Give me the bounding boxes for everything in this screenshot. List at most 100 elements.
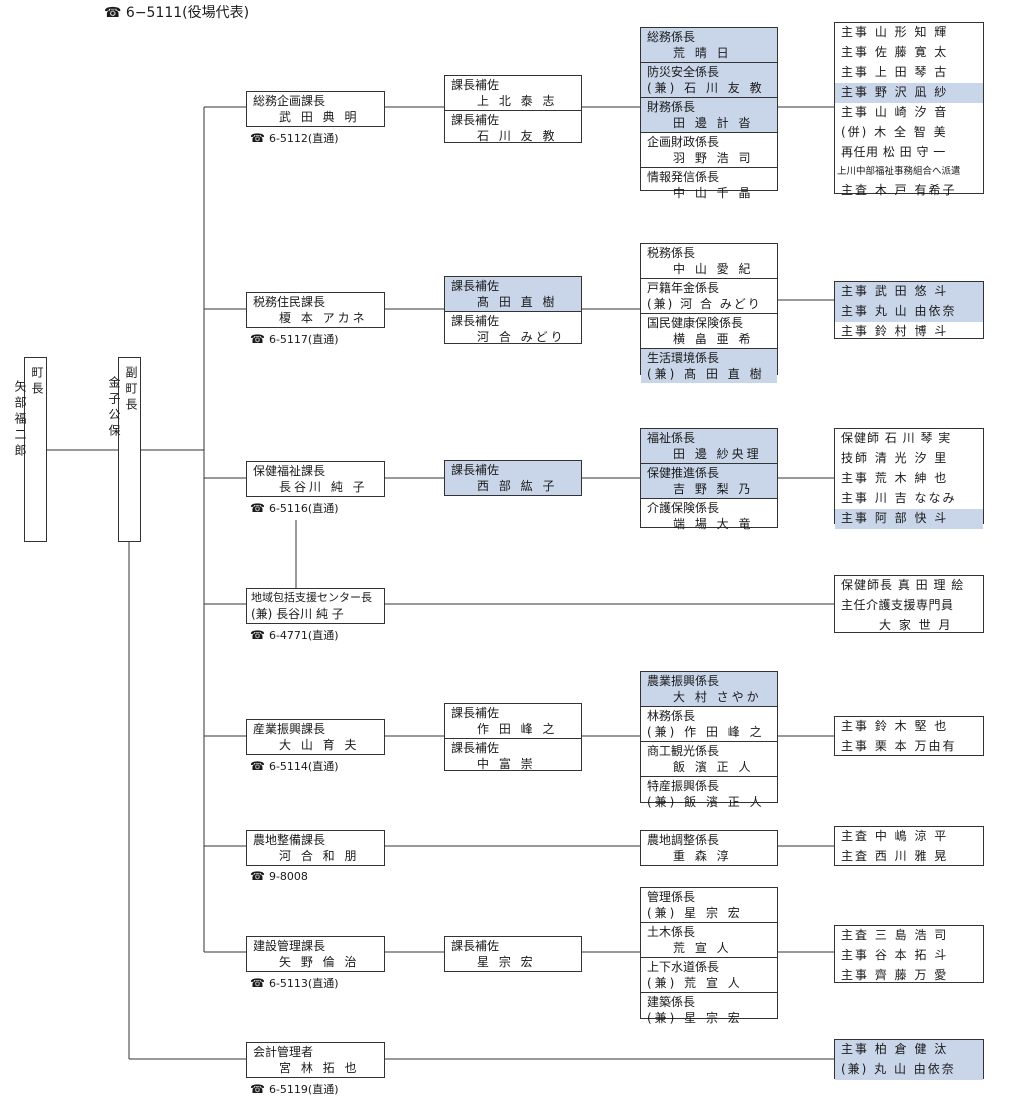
telephone-icon: ☎ xyxy=(250,332,265,346)
vice-mayor-title: 副町長 xyxy=(124,366,138,414)
staff-box: 主査 三 島 浩 司 主事 谷 本 拓 斗 主事 齊 藤 万 愛 xyxy=(834,925,984,983)
mayor-name: 矢部福二郎 xyxy=(13,380,27,460)
section-entry: 保健推進係長吉 野 梨 乃 xyxy=(641,463,777,498)
section-box: 税務係長中 山 愛 紀 戸籍年金係長(兼) 河 合 みどり 国民健康保険係長横 … xyxy=(640,243,778,383)
dept-name: 大 山 育 夫 xyxy=(279,738,360,752)
staff-row: (兼) 丸 山 由依奈 xyxy=(835,1060,983,1080)
assistant-box: 課長補佐上 北 泰 志 課長補佐石 川 友 教 xyxy=(444,75,582,143)
section-entry: 税務係長中 山 愛 紀 xyxy=(647,246,754,276)
dept-title: 会計管理者 xyxy=(253,1045,314,1059)
staff-box: 主事 山 形 知 輝 主事 佐 藤 寛 太 主事 上 田 琴 古 主事 野 沢 … xyxy=(834,22,984,197)
section-box: 農地調整係長重 森 淳 xyxy=(640,830,778,866)
staff-box: 主事 武 田 悠 斗 主事 丸 山 由依奈 主事 鈴 村 博 斗 xyxy=(834,281,984,339)
staff-row: 主事 野 沢 凪 紗 xyxy=(835,83,983,103)
dept-phone: ☎6-5112(直通) xyxy=(250,131,339,145)
main-phone: ☎ 6−5111(役場代表) xyxy=(104,2,249,22)
section-entry: 林務係長(兼) 作 田 峰 之 xyxy=(641,706,777,741)
section-entry: 管理係長(兼) 星 宗 宏 xyxy=(647,890,743,920)
staff-row: 主事 山 形 知 輝 xyxy=(841,25,949,39)
staff-row: 主事 鈴 木 堅 也 xyxy=(841,719,949,733)
staff-row: 主事 鈴 村 博 斗 xyxy=(841,324,949,338)
dept-box: 産業振興課長大 山 育 夫 xyxy=(246,719,385,755)
staff-row: 主事 武 田 悠 斗 xyxy=(835,282,983,302)
dept-box: 総務企画課長武 田 典 明 xyxy=(246,91,385,127)
vice-mayor-name: 金子公保 xyxy=(107,376,121,440)
staff-row: 主事 上 田 琴 古 xyxy=(841,65,949,79)
telephone-icon: ☎ xyxy=(250,131,265,145)
staff-row: 保健師長 真 田 理 絵 xyxy=(841,578,965,592)
staff-row: 主査 三 島 浩 司 xyxy=(841,928,949,942)
staff-row: 主事 栗 本 万由有 xyxy=(841,739,957,753)
section-entry: 財務係長田 邊 計 沓 xyxy=(641,97,777,132)
dept-phone: ☎6-5116(直通) xyxy=(250,501,339,515)
dept-phone: ☎6-5117(直通) xyxy=(250,332,339,346)
dept-box: 会計管理者宮 林 拓 也 xyxy=(246,1042,385,1078)
section-entry: 国民健康保険係長横 畠 亜 希 xyxy=(641,313,777,348)
staff-row: 主事 柏 倉 健 汰 xyxy=(835,1040,983,1060)
section-entry: 商工観光係長飯 濱 正 人 xyxy=(641,741,777,776)
dept-box: 建設管理課長矢 野 倫 治 xyxy=(246,936,385,972)
dept-phone: ☎6-5113(直通) xyxy=(250,976,339,990)
section-entry: 土木係長荒 宣 人 xyxy=(641,922,777,957)
dept-title: 総務企画課長 xyxy=(253,94,326,108)
dept-title: 地域包括支援センター長 xyxy=(251,591,372,604)
dept-name: (兼) 長谷川 純 子 xyxy=(251,607,344,621)
staff-row: 主査 中 嶋 涼 平 xyxy=(841,829,949,843)
section-entry: 建築係長(兼) 星 宗 宏 xyxy=(641,992,777,1027)
staff-row: 技師 清 光 汐 里 xyxy=(841,451,949,465)
staff-row: 大 家 世 月 xyxy=(879,618,953,632)
dept-title: 税務住民課長 xyxy=(253,295,326,309)
staff-box: 主事 鈴 木 堅 也 主事 栗 本 万由有 xyxy=(834,716,984,756)
staff-row: 主任介護支援専門員 xyxy=(841,598,954,612)
assistant-entry: 課長補佐西 部 紘 子 xyxy=(445,461,581,495)
staff-row: 保健師 石 川 琴 実 xyxy=(841,431,952,445)
section-entry: 企画財政係長羽 野 浩 司 xyxy=(641,132,777,167)
telephone-icon: ☎ xyxy=(250,501,265,515)
assistant-entry: 課長補佐石 川 友 教 xyxy=(445,110,581,145)
section-entry: 総務係長荒 晴 日 xyxy=(641,28,777,62)
dept-box: 保健福祉課長長谷川 純 子 xyxy=(246,461,385,497)
dept-name: 河 合 和 朋 xyxy=(279,849,360,863)
section-entry: 農地調整係長重 森 淳 xyxy=(647,833,732,863)
telephone-icon: ☎ xyxy=(250,759,265,773)
staff-row: 主事 谷 本 拓 斗 xyxy=(841,948,949,962)
section-box: 総務係長荒 晴 日 防災安全係長(兼) 石 川 友 教 財務係長田 邊 計 沓 … xyxy=(640,27,778,200)
assistant-box: 課長補佐髙 田 直 樹 課長補佐河 合 みどり xyxy=(444,276,582,344)
dept-title: 産業振興課長 xyxy=(253,722,326,736)
dept-name: 長谷川 純 子 xyxy=(279,480,368,494)
assistant-box: 課長補佐星 宗 宏 xyxy=(444,936,582,972)
main-phone-number: 6−5111(役場代表) xyxy=(125,5,250,21)
section-entry: 介護保険係長端 場 大 竜 xyxy=(641,498,777,533)
dept-phone: ☎6-5119(直通) xyxy=(250,1082,339,1096)
staff-row: 主事 阿 部 快 斗 xyxy=(835,509,983,529)
dept-phone: ☎9-8008 xyxy=(250,869,308,883)
staff-row: 上川中部福祉事務組合へ派遣 xyxy=(837,166,961,177)
section-entry: 福祉係長田 邊 紗央理 xyxy=(641,429,777,463)
section-entry: 生活環境係長(兼) 髙 田 直 樹 xyxy=(641,348,777,383)
dept-box: 地域包括支援センター長 (兼) 長谷川 純 子 xyxy=(246,588,385,624)
staff-box: 保健師 石 川 琴 実 技師 清 光 汐 里 主事 荒 木 紳 也 主事 川 吉… xyxy=(834,428,984,529)
staff-row: 主事 山 崎 汐 音 xyxy=(841,105,949,119)
mayor-box: 町長 矢部福二郎 xyxy=(13,357,47,542)
telephone-icon: ☎ xyxy=(104,5,122,21)
dept-title: 保健福祉課長 xyxy=(253,464,326,478)
dept-phone: ☎6-5114(直通) xyxy=(250,759,339,773)
staff-row: 主事 佐 藤 寛 太 xyxy=(841,45,949,59)
staff-row: 主事 川 吉 ななみ xyxy=(841,491,957,505)
assistant-box: 課長補佐西 部 紘 子 xyxy=(444,460,582,496)
assistant-entry: 課長補佐上 北 泰 志 xyxy=(451,78,558,108)
assistant-entry: 課長補佐中 富 崇 xyxy=(445,738,581,773)
section-entry: 防災安全係長(兼) 石 川 友 教 xyxy=(641,62,777,97)
assistant-box: 課長補佐作 田 峰 之 課長補佐中 富 崇 xyxy=(444,703,582,771)
vice-mayor-box: 副町長 金子公保 xyxy=(107,357,141,542)
section-entry: 戸籍年金係長(兼) 河 合 みどり xyxy=(641,278,777,313)
dept-name: 矢 野 倫 治 xyxy=(279,955,360,969)
dept-name: 武 田 典 明 xyxy=(279,110,360,124)
staff-box: 主査 中 嶋 涼 平 主査 西 川 雅 晃 xyxy=(834,826,984,866)
telephone-icon: ☎ xyxy=(250,976,265,990)
telephone-icon: ☎ xyxy=(250,1082,265,1096)
staff-row: (併) 木 全 智 美 xyxy=(841,125,948,139)
mayor-title: 町長 xyxy=(30,366,44,398)
assistant-entry: 課長補佐河 合 みどり xyxy=(445,311,581,346)
dept-name: 榎 本 アカネ xyxy=(279,311,368,325)
